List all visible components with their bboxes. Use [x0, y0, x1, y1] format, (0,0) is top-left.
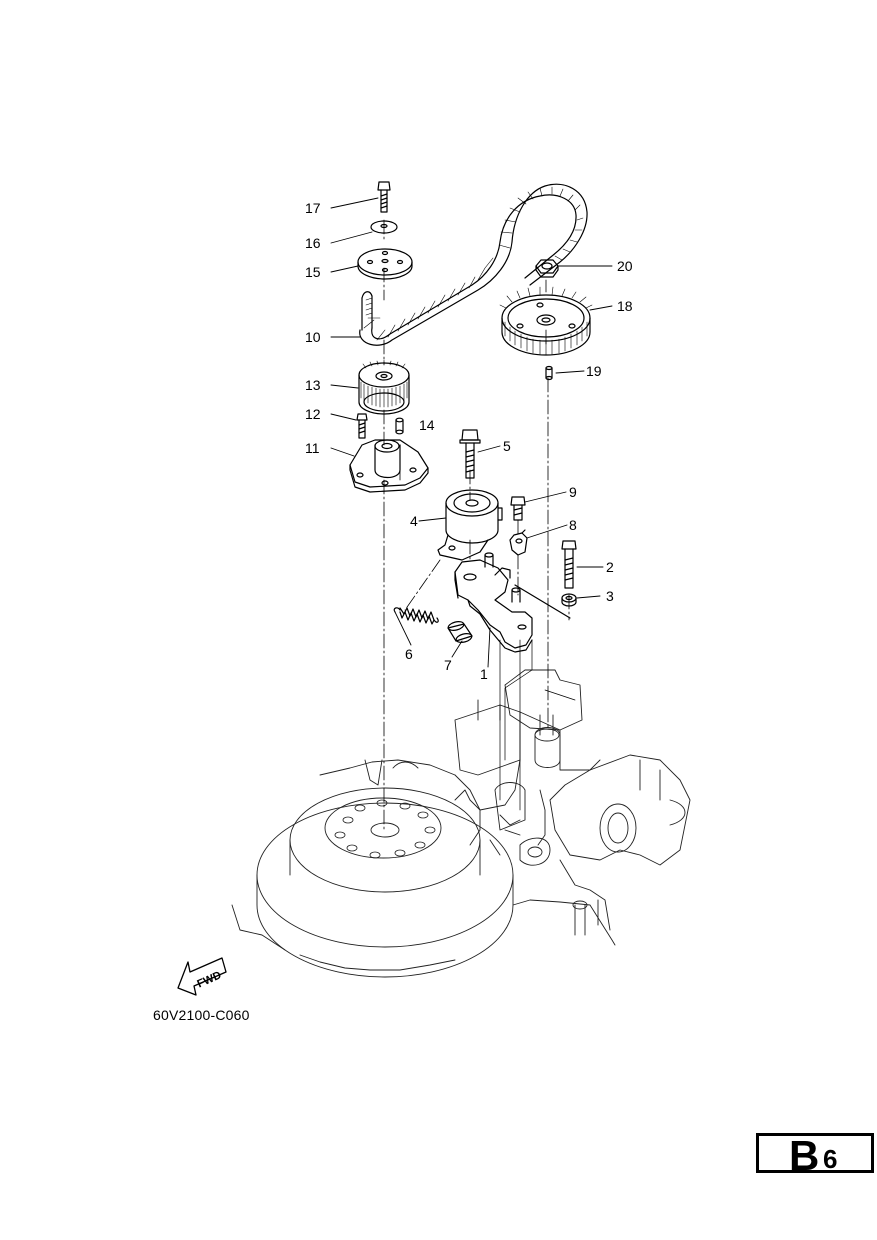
- callout-4: 4: [410, 513, 418, 529]
- callout-13: 13: [305, 377, 321, 393]
- part-16-washer: [370, 220, 398, 234]
- callout-9: 9: [569, 484, 577, 500]
- section-marker: B 6: [756, 1132, 874, 1179]
- callout-18: 18: [617, 298, 633, 314]
- callout-labels: 17 16 15 10 13 12 11 14 20 18 19 5 9 8 2…: [195, 200, 632, 990]
- section-letter: B: [789, 1132, 820, 1179]
- section-number: 6: [823, 1144, 838, 1174]
- part-18-camshaft-pulley: [499, 286, 593, 356]
- part-2-bolt: [561, 540, 577, 589]
- callout-15: 15: [305, 264, 321, 280]
- callout-16: 16: [305, 235, 321, 251]
- callout-12: 12: [305, 406, 321, 422]
- part-20-nut: [535, 259, 559, 278]
- part-9-bolt: [510, 496, 526, 521]
- callout-3: 3: [606, 588, 614, 604]
- part-13-crankshaft-pulley: [358, 359, 410, 415]
- callout-6: 6: [405, 646, 413, 662]
- part-15-plate: [357, 248, 413, 280]
- callout-14: 14: [419, 417, 435, 433]
- fwd-arrow-icon: [177, 957, 227, 996]
- part-10-timing-belt: [359, 183, 588, 346]
- callout-17: 17: [305, 200, 321, 216]
- callout-19: 19: [586, 363, 602, 379]
- part-1-tensioner-arm: [454, 552, 571, 653]
- assembly-lines: [499, 639, 576, 811]
- fwd-label: FWD: [195, 969, 223, 990]
- part-8-stopper: [509, 529, 528, 556]
- part-7-collar: [447, 621, 473, 643]
- part-11-bearing-housing: [349, 439, 429, 493]
- callout-20: 20: [617, 258, 633, 274]
- callout-10: 10: [305, 329, 321, 345]
- callout-1: 1: [480, 666, 488, 682]
- drawing-code: 60V2100-C060: [153, 1007, 250, 1023]
- callout-2: 2: [606, 559, 614, 575]
- callout-5: 5: [503, 438, 511, 454]
- part-19-dowel-pin: [545, 365, 553, 381]
- part-5-bolt: [459, 429, 481, 479]
- part-3-collar: [561, 593, 577, 607]
- callout-7: 7: [444, 657, 452, 673]
- part-17-bolt: [377, 181, 391, 213]
- part-12-bolt: [356, 413, 368, 439]
- part-14-dowel: [395, 417, 404, 435]
- callout-11: 11: [305, 440, 320, 456]
- callout-8: 8: [569, 517, 577, 533]
- engine-block: [231, 669, 691, 978]
- leader-lines: [330, 197, 613, 668]
- part-6-spring: [393, 607, 439, 625]
- part-4-tensioner-pulley: [437, 489, 503, 561]
